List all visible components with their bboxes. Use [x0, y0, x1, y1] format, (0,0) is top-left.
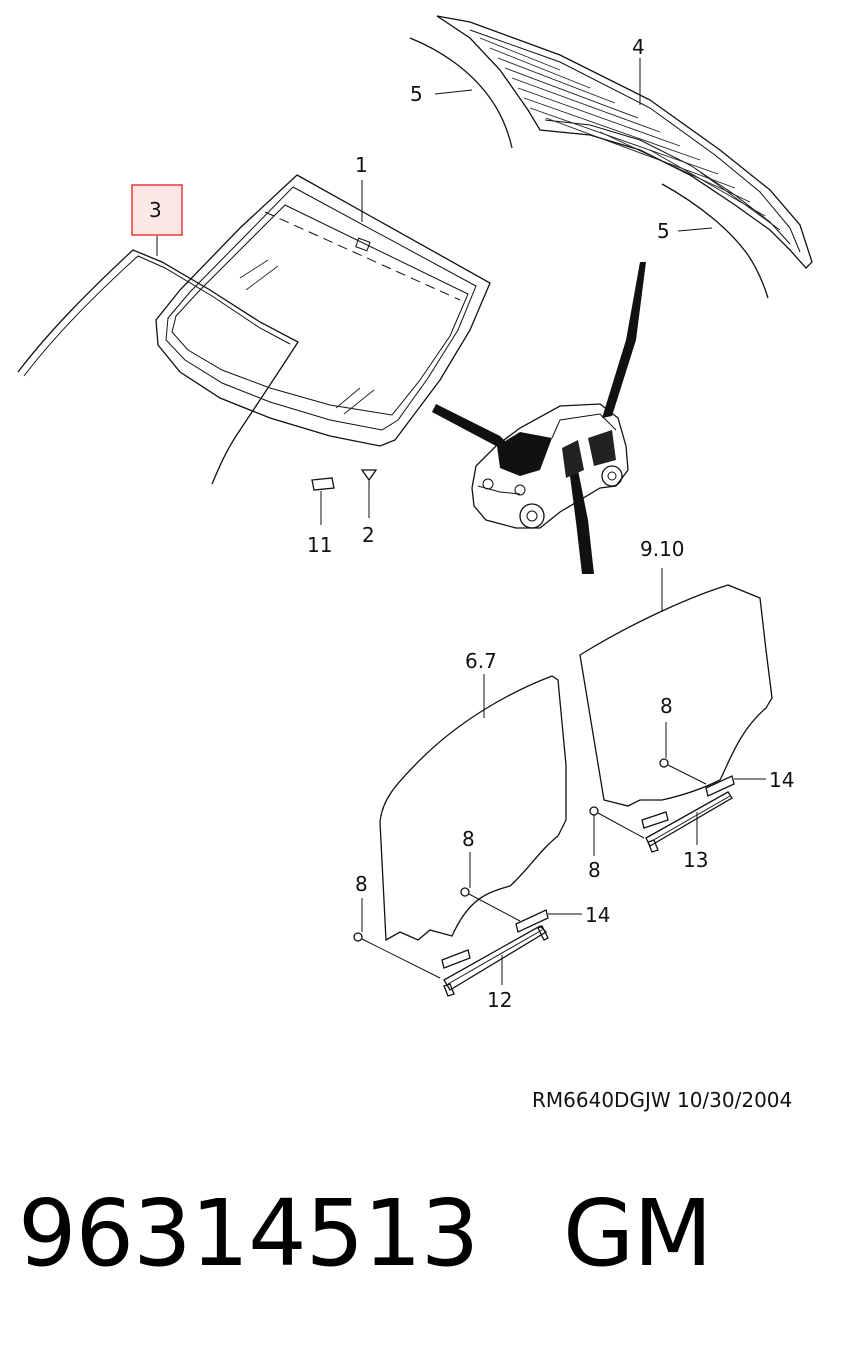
vehicle-illustration: [432, 262, 646, 574]
callout-8-front-lower: 8: [355, 872, 368, 896]
rear-window-glass: [436, 15, 813, 269]
callout-8-rear-lower: 8: [588, 858, 601, 882]
callout-13: 13: [683, 848, 708, 872]
callout-5-upper: 5: [410, 82, 423, 106]
clip-part: [311, 477, 335, 525]
rear-bolt-lower: [589, 806, 645, 856]
callout-3: 3: [149, 198, 162, 222]
rear-regulator-channel: [641, 791, 733, 853]
callout-8-rear-upper: 8: [660, 694, 673, 718]
windshield-moulding: [17, 249, 299, 485]
grommet-part: [360, 469, 378, 518]
callout-5-lower: 5: [657, 219, 670, 243]
rear-window-moulding-lower: [661, 183, 769, 299]
callout-11: 11: [307, 533, 332, 557]
callout-14-front: 14: [585, 903, 610, 927]
callout-6-7: 6.7: [465, 649, 497, 673]
rear-channel-pad: [705, 775, 766, 797]
drawing-reference-code: RM6640DGJW 10/30/2004: [532, 1088, 793, 1112]
callout-4: 4: [632, 35, 645, 59]
rear-bolt-upper: [659, 722, 707, 785]
callout-1: 1: [355, 153, 368, 177]
callout-8-front-upper: 8: [462, 827, 475, 851]
front-bolt-lower: [353, 898, 441, 979]
callout-9-10: 9.10: [640, 537, 685, 561]
front-door-glass: [379, 674, 567, 942]
callout-12: 12: [487, 988, 512, 1012]
front-bolt-upper: [460, 852, 521, 922]
rear-window-moulding-upper: [409, 37, 513, 149]
front-regulator-channel: [441, 925, 549, 997]
callout-14-rear: 14: [769, 768, 794, 792]
rear-door-glass: [579, 568, 773, 807]
part-number: 96314513 GM: [18, 1180, 713, 1287]
callout-3-highlight: [131, 184, 183, 236]
windshield-glass: [155, 174, 491, 447]
front-channel-pad: [515, 909, 582, 933]
callout-2: 2: [362, 523, 375, 547]
